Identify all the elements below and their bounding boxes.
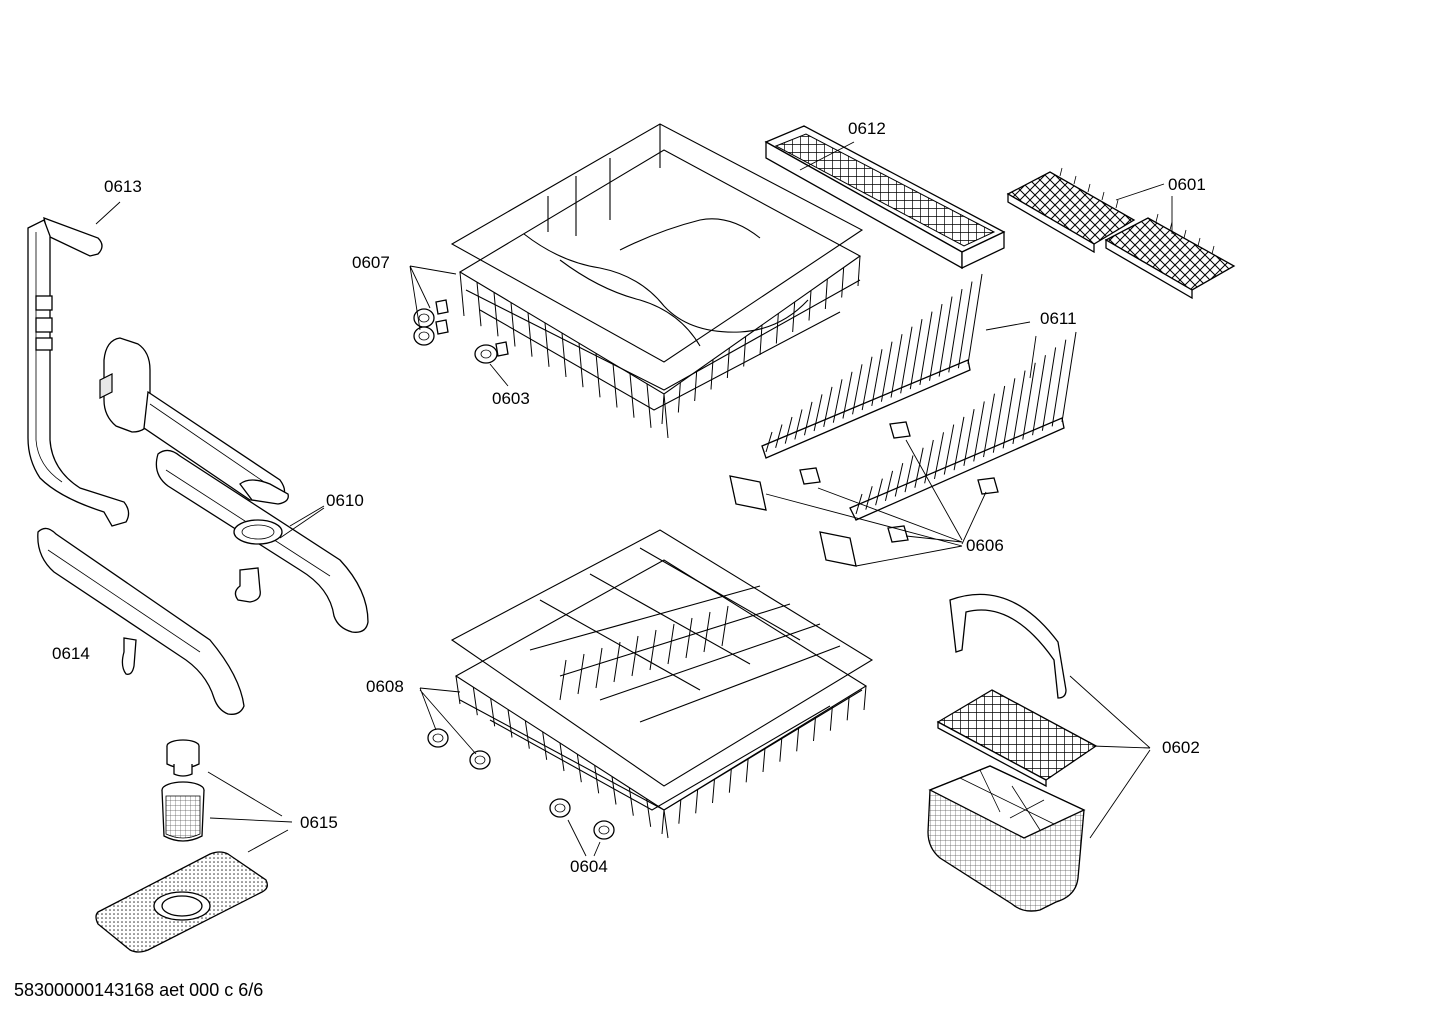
drawing-reference-number: 58300000143168 aet 000 c 6/6 <box>14 980 264 1000</box>
label-0611: 0611 <box>1040 309 1077 328</box>
part-0602-cutlery-basket <box>927 593 1098 912</box>
label-0615: 0615 <box>300 813 338 832</box>
label-0603: 0603 <box>492 389 530 408</box>
label-0608: 0608 <box>366 677 404 696</box>
part-0613-supply-pipe <box>27 216 130 527</box>
label-0612: 0612 <box>848 119 886 138</box>
part-lower-basket <box>450 529 874 839</box>
label-0602: 0602 <box>1162 738 1200 757</box>
label-0604: 0604 <box>570 857 608 876</box>
part-0608-lower-basket-wheels <box>427 728 491 770</box>
part-0604-lower-basket-rollers <box>549 798 615 840</box>
label-0606: 0606 <box>966 536 1004 555</box>
leader-lines <box>95 141 1173 857</box>
part-0603-basket-roller <box>474 341 509 364</box>
label-0610: 0610 <box>326 491 364 510</box>
part-0614-lower-spray-arm <box>37 527 245 715</box>
part-0611-fold-down-tines <box>761 273 1077 521</box>
part-upper-basket <box>450 123 864 439</box>
part-0612-cutlery-tray <box>764 125 1006 270</box>
label-0614: 0614 <box>52 644 90 663</box>
part-0610-upper-spray-arm <box>99 337 369 633</box>
label-0613: 0613 <box>104 177 142 196</box>
label-0601: 0601 <box>1168 175 1206 194</box>
part-0615-filter-set <box>95 739 268 953</box>
label-0607: 0607 <box>352 253 390 272</box>
part-0601-cup-shelves <box>1006 167 1236 300</box>
